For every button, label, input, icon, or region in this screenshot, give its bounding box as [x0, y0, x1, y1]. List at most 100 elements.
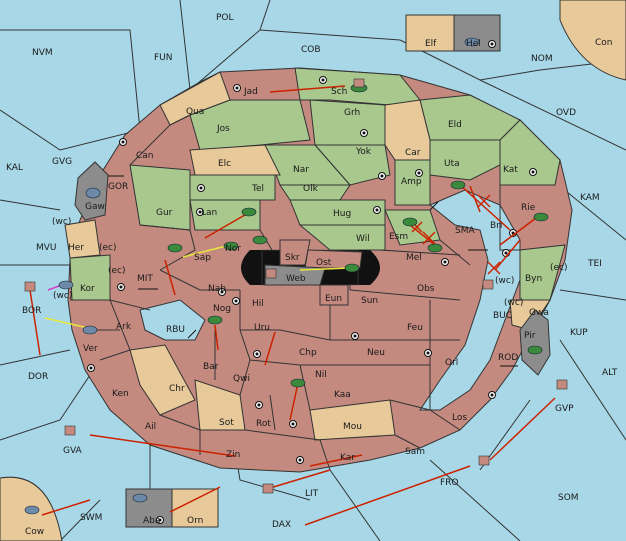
province-elc[interactable]: [189, 144, 281, 176]
label-yok: Yok: [355, 147, 372, 157]
label-nil: Nil: [315, 370, 327, 380]
sea-gvg: GVG: [52, 157, 72, 167]
label-jos: Jos: [216, 124, 230, 134]
sea-alt: ALT: [602, 368, 618, 378]
province-ost[interactable]: [304, 249, 363, 269]
label-kat: Kat: [503, 165, 518, 175]
tan-region: [64, 71, 551, 441]
red-borders: [70, 114, 520, 471]
sea-mit: MIT: [137, 274, 153, 284]
sea-som: SOM: [558, 493, 579, 503]
label-amp: Amp: [401, 177, 422, 187]
label-ail: Ail: [145, 422, 156, 432]
sea-dor: DOR: [28, 372, 48, 382]
label-hil: Hil: [252, 299, 264, 309]
province-labels: Jad Sch Qua Jos Grh Eld Can Elc Nar Yok …: [25, 38, 613, 537]
label-grh: Grh: [344, 108, 360, 118]
province-kat[interactable]: [499, 119, 561, 186]
label-sch: Sch: [331, 87, 347, 97]
label-zin: Zin: [226, 450, 240, 460]
label-bar: Bar: [203, 362, 219, 372]
province-grh[interactable]: [309, 99, 386, 146]
sea-swm: SWM: [80, 513, 102, 523]
label-cow: Cow: [25, 527, 44, 537]
label-eun: Eun: [325, 294, 342, 304]
sea-gor: GOR: [108, 182, 128, 192]
sea-rbu: RBU: [166, 325, 185, 335]
sea-gva: GVA: [63, 446, 83, 456]
sea-rod: ROD: [498, 353, 518, 363]
coast-kor-wc: (wc): [53, 291, 72, 301]
label-qwi: Qwi: [233, 374, 250, 384]
label-nog: Nog: [213, 304, 231, 314]
sea-nom: NOM: [531, 54, 553, 64]
label-kor: Kor: [80, 284, 95, 294]
sea-sma: SMA: [455, 226, 475, 236]
label-feu: Feu: [407, 323, 423, 333]
label-neu: Neu: [367, 348, 385, 358]
island-elf-hel[interactable]: [405, 14, 501, 52]
sea-tei: TEI: [587, 259, 602, 269]
sea-kup: KUP: [570, 328, 588, 338]
label-web: Web: [286, 274, 306, 284]
label-qua: Qua: [186, 107, 204, 117]
label-nar: Nar: [293, 165, 309, 175]
label-pir: Pir: [524, 331, 536, 341]
coast-labels: (wc) (ec) (ec) (wc) (ec) (wc) (wc): [52, 217, 568, 308]
sea-bor: BOR: [22, 306, 41, 316]
label-hel: Hel: [466, 39, 481, 49]
label-rie: Rie: [521, 203, 536, 213]
sea-cob: COB: [301, 45, 321, 55]
green-region: [69, 67, 566, 301]
label-elf: Elf: [425, 39, 437, 49]
coast-her-ec: (ec): [99, 243, 117, 253]
label-sam: Sam: [405, 447, 425, 457]
sea-pol: POL: [216, 13, 234, 23]
convoy-links: [108, 175, 518, 367]
label-ark: Ark: [116, 322, 132, 332]
label-los: Los: [452, 413, 467, 423]
label-esm: Esm: [389, 232, 408, 242]
coast-gwa-wc: (wc): [504, 298, 523, 308]
label-her: Her: [68, 243, 84, 253]
label-sap: Sap: [194, 253, 211, 263]
label-gur: Gur: [156, 208, 173, 218]
label-nor: Nor: [225, 244, 241, 254]
label-chr: Chr: [169, 384, 185, 394]
province-pir[interactable]: [519, 309, 551, 376]
province-eun[interactable]: [319, 284, 349, 306]
sea-fun: FUN: [154, 53, 173, 63]
province-her[interactable]: [64, 219, 101, 259]
coast-byn-ec: (ec): [550, 263, 568, 273]
province-chr[interactable]: [129, 344, 196, 416]
label-ken: Ken: [112, 389, 129, 399]
coast-kor-ec: (ec): [108, 266, 126, 276]
label-kar: Kar: [340, 453, 355, 463]
label-gwa: Gwa: [529, 308, 549, 318]
label-mou: Mou: [343, 422, 362, 432]
label-orn: Orn: [187, 516, 203, 526]
province-gur[interactable]: [129, 164, 191, 231]
label-olk: Olk: [303, 184, 319, 194]
sea-buc: BUC: [493, 311, 512, 321]
coast-byn-wc: (wc): [495, 276, 514, 286]
label-aba: Aba: [143, 516, 160, 526]
province-qua[interactable]: [159, 71, 231, 126]
label-obs: Obs: [417, 284, 435, 294]
label-can: Can: [136, 151, 154, 161]
label-rot: Rot: [256, 419, 271, 429]
label-chp: Chp: [299, 348, 317, 358]
label-mel: Mel: [406, 253, 422, 263]
label-orl: Orl: [445, 358, 458, 368]
label-gaw: Gaw: [85, 202, 105, 212]
sea-dax: DAX: [272, 520, 291, 530]
island-aba-orn[interactable]: [125, 488, 219, 528]
label-uru: Uru: [254, 323, 270, 333]
province-car[interactable]: [384, 99, 431, 161]
label-byn: Byn: [525, 274, 542, 284]
label-car: Car: [405, 148, 421, 158]
order-arrows: [29, 85, 556, 526]
label-eld: Eld: [448, 120, 462, 130]
sea-nvm: NVM: [32, 48, 53, 58]
